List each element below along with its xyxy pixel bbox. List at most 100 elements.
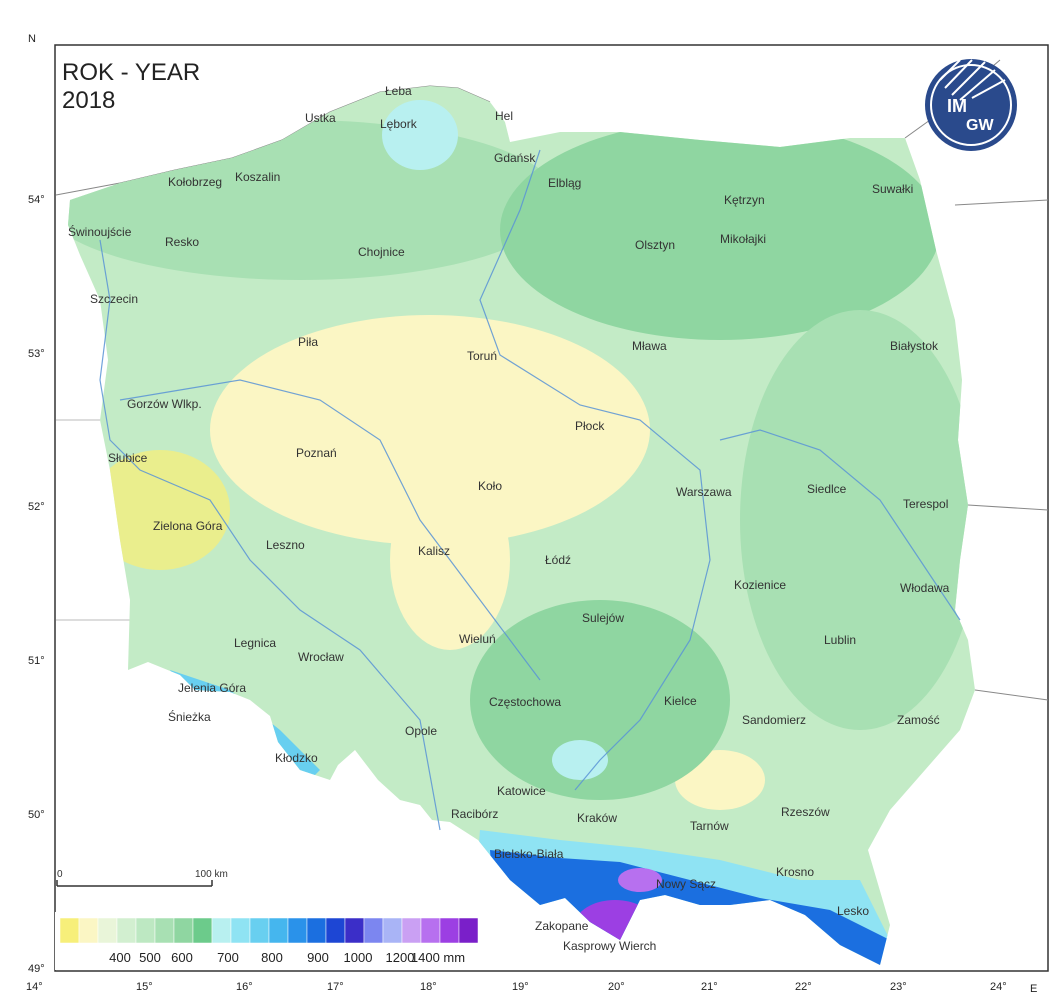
east-label: E — [1030, 983, 1037, 995]
legend-swatches — [59, 917, 479, 944]
river-oder — [99, 239, 441, 831]
lon-label-24: 24° — [990, 981, 1007, 993]
scale-bar: 0 100 km — [56, 869, 228, 887]
axis-longitudes: 14° 15° 16° 17° 18° 19° 20° 21° 22° 23° … — [26, 981, 1007, 993]
city-zamosc: Zamość — [897, 713, 940, 727]
legend-swatch — [211, 917, 232, 944]
lon-label-19: 19° — [512, 981, 529, 993]
city-mikolajki: Mikołajki — [720, 232, 766, 246]
poland-precipitation — [68, 86, 975, 965]
legend-swatch — [59, 917, 80, 944]
zone-silesia-blue — [552, 740, 608, 780]
city-szczecin: Szczecin — [90, 292, 138, 306]
city-klodzko: Kłodzko — [275, 751, 318, 765]
river-vistula — [479, 149, 711, 791]
river-warta — [119, 379, 541, 681]
city-sandomierz: Sandomierz — [742, 713, 806, 727]
zone-lebork-blue — [382, 100, 458, 170]
city-lodz: Łódź — [545, 553, 571, 567]
legend-swatch — [420, 917, 441, 944]
lon-label-15: 15° — [136, 981, 153, 993]
city-gorzow: Gorzów Wlkp. — [127, 397, 202, 411]
legend-swatch — [401, 917, 422, 944]
city-resko: Resko — [165, 235, 199, 249]
city-warszawa: Warszawa — [676, 485, 732, 499]
legend-swatch — [97, 917, 118, 944]
lon-label-14: 14° — [26, 981, 43, 993]
river-bug — [719, 429, 961, 621]
city-kielce: Kielce — [664, 694, 697, 708]
legend-swatch — [116, 917, 137, 944]
lon-label-16: 16° — [236, 981, 253, 993]
legend-swatch — [78, 917, 99, 944]
city-koszalin: Koszalin — [235, 170, 280, 184]
city-ustka: Ustka — [305, 111, 336, 125]
lat-label-50: 50° — [28, 809, 45, 821]
legend-label: 900 — [307, 950, 329, 965]
lon-label-18: 18° — [420, 981, 437, 993]
logo-text-top: IM — [947, 96, 967, 116]
legend-swatch — [287, 917, 308, 944]
legend-swatch — [458, 917, 479, 944]
city-tarnow: Tarnów — [690, 819, 729, 833]
legend-swatch — [249, 917, 270, 944]
city-nowy-sacz: Nowy Sącz — [656, 877, 716, 891]
city-krosno: Krosno — [776, 865, 814, 879]
lat-label-49: 49° — [28, 963, 45, 975]
city-wlodawa: Włodawa — [900, 581, 950, 595]
zone-nowysacz-violet — [618, 868, 662, 892]
city-wroclaw: Wrocław — [298, 650, 344, 664]
rivers — [99, 149, 961, 831]
city-rzeszow: Rzeszów — [781, 805, 830, 819]
legend-label: 400 — [109, 950, 131, 965]
lon-label-21: 21° — [701, 981, 718, 993]
axis-latitudes: 54° 53° 52° 51° 50° 49° — [28, 194, 45, 975]
legend-label: 700 — [217, 950, 239, 965]
city-sulejow: Sulejów — [582, 611, 624, 625]
lon-label-17: 17° — [327, 981, 344, 993]
lat-label-51: 51° — [28, 655, 45, 667]
legend-label: 500 — [139, 950, 161, 965]
scale-start: 0 — [57, 869, 63, 880]
city-kasprowy-wierch: Kasprowy Wierch — [563, 939, 656, 953]
legend-label: 1400 mm — [411, 950, 465, 965]
zone-south-green — [470, 600, 730, 800]
city-bielsko-biala: Bielsko-Biała — [494, 847, 564, 861]
legend-swatch — [230, 917, 251, 944]
legend-swatch — [135, 917, 156, 944]
city-terespol: Terespol — [903, 497, 948, 511]
legend-swatch — [173, 917, 194, 944]
city-hel: Hel — [495, 109, 513, 123]
legend-label: 800 — [261, 950, 283, 965]
city-swinoujscie: Świnoujście — [68, 224, 132, 239]
city-sniezka: Śnieżka — [168, 709, 211, 724]
city-mlawa: Mława — [632, 339, 667, 353]
legend-swatch — [344, 917, 365, 944]
city-lublin: Lublin — [824, 633, 856, 647]
map-title-line1: ROK - YEAR — [62, 59, 200, 86]
lat-label-54: 54° — [28, 194, 45, 206]
legend-swatch — [306, 917, 327, 944]
city-kolobrzeg: Kołobrzeg — [168, 175, 222, 189]
legend-swatch — [363, 917, 384, 944]
logo-text-bottom: GW — [966, 117, 994, 134]
city-kozienice: Kozienice — [734, 578, 786, 592]
zone-northeast-green — [500, 120, 940, 340]
legend-label: 600 — [171, 950, 193, 965]
city-leszno: Leszno — [266, 538, 305, 552]
city-torun: Toruń — [467, 349, 497, 363]
city-zielona-gora: Zielona Góra — [153, 519, 223, 533]
city-jelenia-gora: Jelenia Góra — [178, 681, 246, 695]
city-lesko: Lesko — [837, 904, 869, 918]
city-olsztyn: Olsztyn — [635, 238, 675, 252]
legend-swatch — [325, 917, 346, 944]
city-ketrzyn: Kętrzyn — [724, 193, 765, 207]
city-krakow: Kraków — [577, 811, 617, 825]
city-gdansk: Gdańsk — [494, 151, 536, 165]
legend-label: 1200 — [386, 950, 415, 965]
legend-swatch — [154, 917, 175, 944]
zone-west-yellow — [90, 450, 230, 570]
